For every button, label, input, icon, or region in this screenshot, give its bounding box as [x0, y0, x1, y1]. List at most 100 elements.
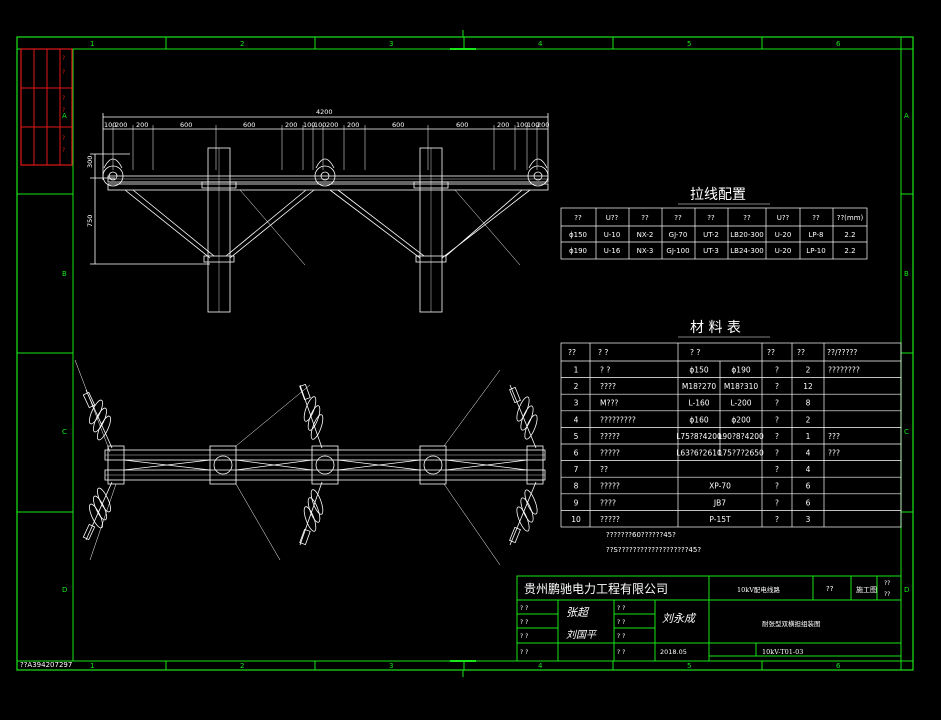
material-cell-unit: ? — [775, 366, 779, 375]
col-label-5b: 5 — [687, 662, 691, 670]
stamp-text-1: ? — [62, 55, 65, 62]
project-name: 10kV配电线路 — [737, 585, 780, 594]
row-label-d-r: D — [904, 586, 909, 594]
dim-seg-7: 100 — [303, 121, 315, 129]
dim-seg-4: 600 — [180, 121, 192, 129]
guy-data-cell: LB24-300 — [730, 247, 764, 255]
material-cell-name: ????? — [600, 515, 620, 524]
col-label-3b: 3 — [389, 662, 393, 670]
material-cell-unit: ? — [775, 432, 779, 441]
dim-seg-2: 200 — [115, 121, 127, 129]
material-cell-unit: ? — [775, 382, 779, 391]
material-cell-spec: JB7 — [713, 498, 726, 507]
stamp-text-5: ? — [62, 135, 65, 142]
material-cell-spec-a: ϕ160 — [689, 415, 708, 424]
material-cell-no: 5 — [574, 432, 579, 441]
material-cell-remark: ???????? — [828, 366, 860, 375]
dim-vertical-750: 750 — [86, 215, 94, 227]
material-cell-unit: ? — [775, 449, 779, 458]
dim-seg-6: 200 — [285, 121, 297, 129]
col-label-6: 6 — [836, 40, 841, 48]
material-cell-no: 1 — [574, 366, 579, 375]
material-cell-spec-a: M18?270 — [682, 382, 717, 391]
material-cell-no: 2 — [574, 382, 579, 391]
material-cell-qty: 1 — [806, 432, 811, 441]
elevation-dimension-text: 4200 100 200 200 600 600 200 100 100 200… — [86, 108, 549, 227]
col-label-1: 1 — [90, 40, 94, 48]
material-cell-no: 10 — [571, 515, 581, 524]
row-label-c: C — [62, 428, 67, 436]
guy-header-cell: ?? — [641, 214, 649, 222]
material-cell-qty: 6 — [806, 498, 811, 507]
material-header-cell: ?? — [568, 348, 576, 357]
guy-header-cell: ?? — [812, 214, 820, 222]
dim-seg-5: 600 — [243, 121, 255, 129]
guy-data-cell: LB20-300 — [730, 231, 764, 239]
drawing-number: 10kV-T01-03 — [762, 648, 803, 656]
guy-data-cell: UT-3 — [703, 247, 719, 255]
guy-data-cell: ϕ150 — [569, 231, 587, 239]
row-label-b: B — [62, 270, 67, 278]
col-label-2b: 2 — [240, 662, 244, 670]
dim-seg-10: 200 — [347, 121, 359, 129]
guy-data-cell: 2.2 — [844, 247, 855, 255]
tb-cell-1: ? ? — [520, 605, 528, 612]
tb-cell-3: ? ? — [520, 633, 528, 640]
dim-seg-9: 200 — [326, 121, 338, 129]
plan-view — [74, 359, 546, 566]
material-cell-name: ????? — [600, 482, 620, 491]
guy-data-cell: UT-2 — [703, 231, 719, 239]
tb-cell-6: ? ? — [617, 619, 625, 626]
material-cell-unit: ? — [775, 482, 779, 491]
dim-vertical-300: 300 — [86, 156, 94, 168]
material-cell-qty: 2 — [806, 366, 811, 375]
centre-marks — [450, 48, 476, 662]
material-cell-spec-b: L-200 — [730, 399, 751, 408]
col-label-1b: 1 — [90, 662, 94, 670]
material-cell-unit: ? — [775, 465, 779, 474]
insulator-string-left — [82, 389, 113, 541]
material-cell-name: ????? — [600, 432, 620, 441]
note-2: ??S???????????????????45? — [606, 546, 701, 554]
col-label-4: 4 — [538, 40, 543, 48]
guy-data-cell: NX-2 — [637, 231, 654, 239]
material-cell-spec-b: ϕ190 — [731, 366, 750, 375]
row-label-d: D — [62, 586, 67, 594]
guy-header-cell: ?? — [707, 214, 715, 222]
guy-header-cell: ?? — [674, 214, 682, 222]
row-label-a: A — [62, 112, 67, 120]
stamp-text-6: ? — [62, 147, 65, 154]
material-table-title: 材 料 表 — [690, 320, 741, 336]
tb-cell-7: ? ? — [617, 633, 625, 640]
guy-header-cell: U?? — [777, 214, 790, 222]
material-cell-spec-b: L75?7?2650 — [718, 449, 764, 458]
elevation-view — [90, 113, 549, 313]
material-cell-qty: 2 — [806, 415, 811, 424]
tb-cell-8: ? ? — [617, 649, 625, 656]
inner-frame — [72, 48, 902, 662]
guy-header-cell: ?? — [574, 214, 582, 222]
col-label-3: 3 — [389, 40, 393, 48]
material-cell-qty: 12 — [803, 382, 813, 391]
signature-checker: 刘国平 — [566, 629, 597, 641]
dim-seg-14: 100 — [516, 121, 528, 129]
notes: ???????60??????45? ??S??????????????????… — [606, 531, 701, 554]
stamp-text-3: ? — [62, 95, 65, 102]
stage-q3: ?? — [884, 591, 890, 598]
guy-data-cell: 2.2 — [844, 231, 855, 239]
guy-header-cell: ?? — [743, 214, 751, 222]
material-cell-remark: ??? — [828, 449, 840, 458]
material-cell-no: 8 — [574, 482, 579, 491]
material-cell-name: ???? — [600, 382, 616, 391]
col-label-5: 5 — [687, 40, 691, 48]
guy-data-cell: LP-8 — [809, 231, 824, 239]
material-cell-unit: ? — [775, 415, 779, 424]
row-label-b-r: B — [904, 270, 909, 278]
material-cell-spec-b: M18?310 — [724, 382, 759, 391]
dim-seg-3: 200 — [136, 121, 148, 129]
drawing-name: 耐张型双横担组装图 — [762, 619, 821, 628]
dim-overall: 4200 — [316, 108, 333, 116]
tb-cell-5: ? ? — [617, 605, 625, 612]
